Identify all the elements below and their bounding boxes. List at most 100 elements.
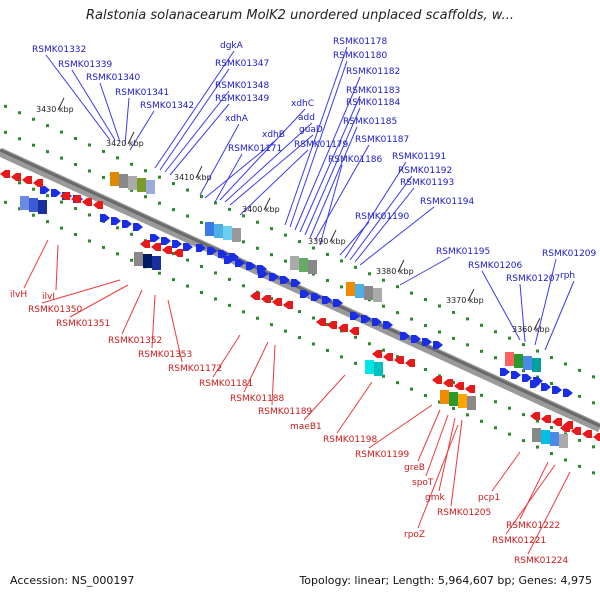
gene-block-segment[interactable] [346, 282, 355, 296]
gene-label-forward[interactable]: xdhA [225, 114, 249, 124]
reverse-gene-arrow[interactable] [316, 318, 326, 326]
forward-gene-arrow[interactable] [224, 256, 234, 264]
forward-gene-arrow[interactable] [111, 217, 121, 225]
gene-block-segment[interactable] [214, 224, 223, 238]
reverse-gene-arrow[interactable] [405, 359, 415, 367]
gene-block-segment[interactable] [290, 256, 299, 270]
gene-block-segment[interactable] [232, 228, 241, 242]
gene-block-segment[interactable] [559, 434, 568, 448]
gene-label-reverse[interactable]: RSMK01350 [28, 305, 83, 315]
reverse-gene-arrow[interactable] [571, 427, 581, 435]
gene-block-segment[interactable] [532, 428, 541, 442]
forward-gene-arrow[interactable] [172, 240, 182, 248]
forward-gene-arrow[interactable] [100, 214, 110, 222]
gene-label-reverse[interactable]: RSMK01352 [108, 336, 162, 346]
gene-label-forward[interactable]: RSMK01192 [398, 166, 452, 176]
forward-gene-arrow[interactable] [372, 318, 382, 326]
forward-gene-arrow[interactable] [51, 189, 61, 197]
gene-block-segment[interactable] [110, 172, 119, 186]
gene-label-reverse[interactable]: RSMK01188 [230, 394, 285, 404]
forward-gene-arrow[interactable] [541, 383, 551, 391]
gene-label-reverse[interactable]: RSMK01189 [258, 407, 313, 417]
reverse-gene-arrow[interactable] [552, 418, 562, 426]
gene-label-forward[interactable]: add [298, 113, 315, 123]
forward-gene-arrow[interactable] [280, 276, 290, 284]
gene-label-forward[interactable]: RSMK01180 [333, 51, 388, 61]
gene-label-forward[interactable]: RSMK01185 [343, 117, 397, 127]
gene-block-segment[interactable] [440, 390, 449, 404]
gene-label-forward[interactable]: RSMK01186 [328, 155, 383, 165]
gene-label-reverse[interactable]: RSMK01222 [506, 521, 560, 531]
reverse-gene-arrow[interactable] [582, 430, 592, 438]
gene-label-forward[interactable]: RSMK01341 [115, 88, 169, 98]
gene-label-forward[interactable]: dgkA [220, 41, 244, 51]
reverse-gene-arrow[interactable] [465, 385, 475, 393]
gene-label-reverse[interactable]: RSMK01221 [492, 536, 546, 546]
gene-label-forward[interactable]: RSMK01182 [346, 67, 400, 77]
reverse-gene-arrow[interactable] [82, 198, 92, 206]
gene-block-segment[interactable] [365, 360, 374, 374]
forward-gene-arrow[interactable] [530, 380, 540, 388]
gene-label-reverse[interactable]: RSMK01224 [514, 556, 569, 566]
gene-label-reverse[interactable]: RSMK01351 [56, 319, 110, 329]
reverse-gene-arrow[interactable] [560, 424, 570, 432]
forward-gene-arrow[interactable] [383, 321, 393, 329]
reverse-gene-arrow[interactable] [162, 246, 172, 254]
forward-gene-arrow[interactable] [511, 371, 521, 379]
gene-block-segment[interactable] [128, 176, 137, 190]
gene-label-forward[interactable]: RSMK01342 [140, 101, 194, 111]
gene-label-forward[interactable]: RSMK01190 [355, 212, 410, 222]
reverse-gene-arrow[interactable] [173, 249, 183, 257]
gene-block-segment[interactable] [514, 354, 523, 368]
gene-block-segment[interactable] [467, 396, 476, 410]
forward-gene-arrow[interactable] [269, 273, 279, 281]
reverse-gene-arrow[interactable] [250, 292, 260, 300]
gene-label-reverse[interactable]: spoT [412, 478, 434, 488]
forward-gene-arrow[interactable] [40, 186, 50, 194]
reverse-gene-arrow[interactable] [140, 240, 150, 248]
gene-block-segment[interactable] [205, 222, 214, 236]
gene-block-segment[interactable] [550, 432, 559, 446]
reverse-gene-arrow[interactable] [151, 243, 161, 251]
reverse-gene-arrow[interactable] [443, 379, 453, 387]
gene-label-forward[interactable]: RSMK01195 [436, 247, 490, 257]
reverse-gene-arrow[interactable] [33, 179, 43, 187]
gene-label-forward[interactable]: RSMK01191 [392, 152, 446, 162]
gene-label-forward[interactable]: RSMK01207 [506, 274, 560, 284]
gene-label-forward[interactable]: RSMK01171 [228, 144, 282, 154]
reverse-gene-arrow[interactable] [71, 195, 81, 203]
gene-label-forward[interactable]: RSMK01187 [355, 135, 409, 145]
reverse-gene-arrow[interactable] [432, 376, 442, 384]
reverse-gene-arrow[interactable] [261, 295, 271, 303]
gene-block-segment[interactable] [143, 254, 152, 268]
gene-label-reverse[interactable]: maeB1 [290, 422, 322, 432]
gene-block-segment[interactable] [373, 288, 382, 302]
gene-label-reverse[interactable]: RSMK01181 [199, 379, 253, 389]
gene-block-segment[interactable] [374, 362, 383, 376]
forward-gene-arrow[interactable] [500, 368, 510, 376]
forward-gene-arrow[interactable] [150, 234, 160, 242]
forward-gene-arrow[interactable] [350, 312, 360, 320]
forward-gene-arrow[interactable] [563, 389, 573, 397]
gene-block-segment[interactable] [541, 430, 550, 444]
reverse-gene-arrow[interactable] [349, 327, 359, 335]
gene-block-segment[interactable] [223, 226, 232, 240]
reverse-gene-arrow[interactable] [11, 173, 21, 181]
forward-gene-arrow[interactable] [246, 262, 256, 270]
gene-label-reverse[interactable]: RSMK01172 [168, 364, 222, 374]
reverse-gene-arrow[interactable] [372, 350, 382, 358]
forward-gene-arrow[interactable] [161, 237, 171, 245]
reverse-gene-arrow[interactable] [394, 356, 404, 364]
forward-gene-arrow[interactable] [183, 243, 193, 251]
gene-block-segment[interactable] [532, 358, 541, 372]
gene-block-segment[interactable] [137, 178, 146, 192]
reverse-gene-arrow[interactable] [60, 192, 70, 200]
reverse-gene-arrow[interactable] [530, 412, 540, 420]
gene-block-segment[interactable] [38, 200, 47, 214]
gene-block-segment[interactable] [355, 284, 364, 298]
reverse-gene-arrow[interactable] [0, 170, 10, 178]
reverse-gene-arrow[interactable] [454, 382, 464, 390]
reverse-gene-arrow[interactable] [383, 353, 393, 361]
reverse-gene-arrow[interactable] [272, 298, 282, 306]
forward-gene-arrow[interactable] [196, 244, 206, 252]
